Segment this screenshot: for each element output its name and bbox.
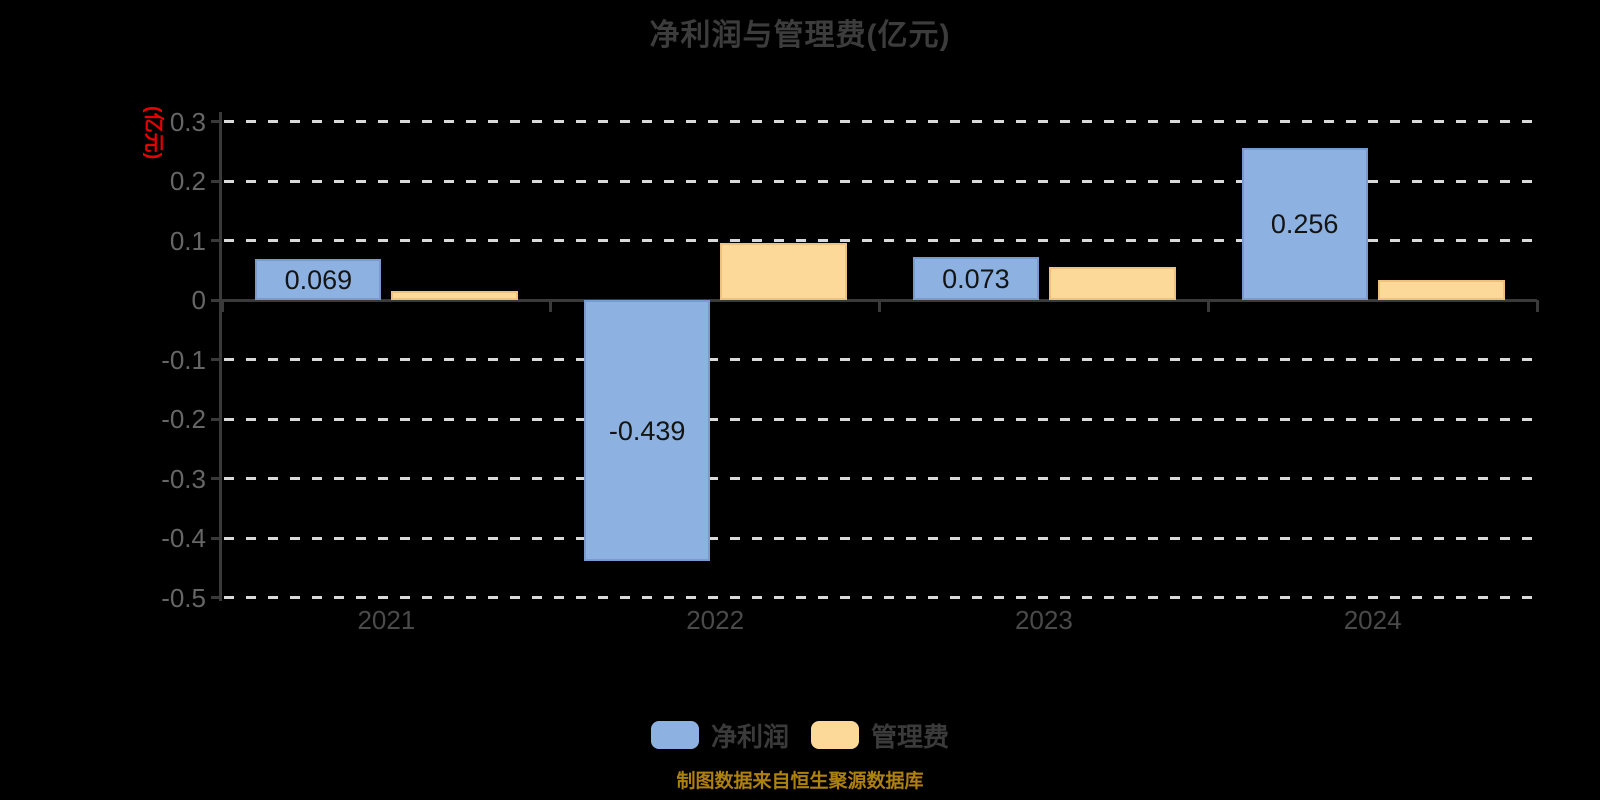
y-tick-mark--0.2 [211, 417, 222, 421]
y-tick-mark--0.5 [211, 596, 222, 599]
bar-mgmt-fee-2023 [1048, 267, 1176, 300]
gridline--0.5 [224, 596, 1537, 599]
y-tick-label-0: 0 [191, 285, 206, 315]
y-tick-label-0.1: 0.1 [169, 225, 206, 256]
x-tick-label-2022: 2022 [686, 605, 745, 635]
legend-swatch-mgmt-fee [811, 721, 859, 749]
y-tick-label--0.3: -0.3 [161, 463, 206, 494]
bar-value-label-2021: 0.069 [284, 264, 353, 295]
y-tick-mark--0.3 [211, 477, 222, 480]
bar-net-profit-2023 [912, 257, 1039, 300]
x-tick-label-2023: 2023 [1014, 605, 1073, 635]
y-tick-label-0.3: 0.3 [169, 106, 206, 137]
bar-value-label-2023: 0.073 [942, 263, 1010, 294]
y-tick-label--0.4: -0.4 [161, 523, 206, 553]
bar-value-label-2022: -0.439 [608, 415, 686, 446]
bar-mgmt-fee-2021 [391, 291, 519, 300]
bar-net-profit-2024 [1241, 148, 1368, 300]
x-tick-label-2024: 2024 [1343, 605, 1402, 635]
x-tick-mark-end [1535, 300, 1539, 312]
x-tick-label-2021: 2021 [357, 605, 416, 635]
x-tick-mark-2023 [878, 300, 881, 312]
gridline--0.1 [224, 358, 1537, 361]
y-axis-line [219, 112, 222, 601]
bar-net-profit-2022 [584, 300, 711, 561]
chart-title: 净利润与管理费(亿元) [649, 19, 951, 52]
gridline--0.4 [224, 536, 1537, 540]
x-tick-mark-2024 [1206, 300, 1210, 312]
legend-item-net-profit: 净利润 [650, 717, 789, 754]
x-tick-mark-2022 [549, 300, 553, 312]
x-tick-mark-2021 [220, 300, 224, 312]
y-tick-mark-0 [211, 298, 222, 302]
legend-swatch-net-profit [650, 721, 699, 749]
legend-label-mgmt-fee: 管理费 [871, 721, 950, 752]
y-tick-mark-0.3 [211, 120, 222, 123]
y-tick-label--0.2: -0.2 [161, 404, 206, 434]
y-tick-mark-0.1 [211, 239, 222, 242]
y-tick-mark--0.4 [211, 536, 222, 540]
bar-mgmt-fee-2024 [1377, 280, 1505, 300]
gridline-0.1 [224, 239, 1537, 242]
bar-mgmt-fee-2022 [720, 243, 848, 300]
bar-value-label-2024: 0.256 [1270, 209, 1339, 239]
y-tick-label--0.5: -0.5 [161, 582, 206, 613]
gridline-0.3 [224, 120, 1537, 123]
legend-item-mgmt-fee: 管理费 [811, 717, 949, 754]
y-tick-mark-0.2 [211, 179, 222, 183]
y-tick-label-0.2: 0.2 [169, 166, 206, 196]
data-source-note: 制图数据来自恒生聚源数据库 [676, 771, 924, 792]
legend-label-net-profit: 净利润 [710, 721, 789, 752]
y-tick-mark--0.1 [211, 358, 222, 361]
gridline--0.2 [224, 417, 1537, 421]
y-tick-label--0.1: -0.1 [161, 344, 206, 375]
bar-net-profit-2021 [255, 259, 382, 300]
legend: 净利润 管理费 [0, 718, 1600, 752]
gridline--0.3 [224, 477, 1537, 480]
gridline-0.2 [224, 179, 1537, 183]
